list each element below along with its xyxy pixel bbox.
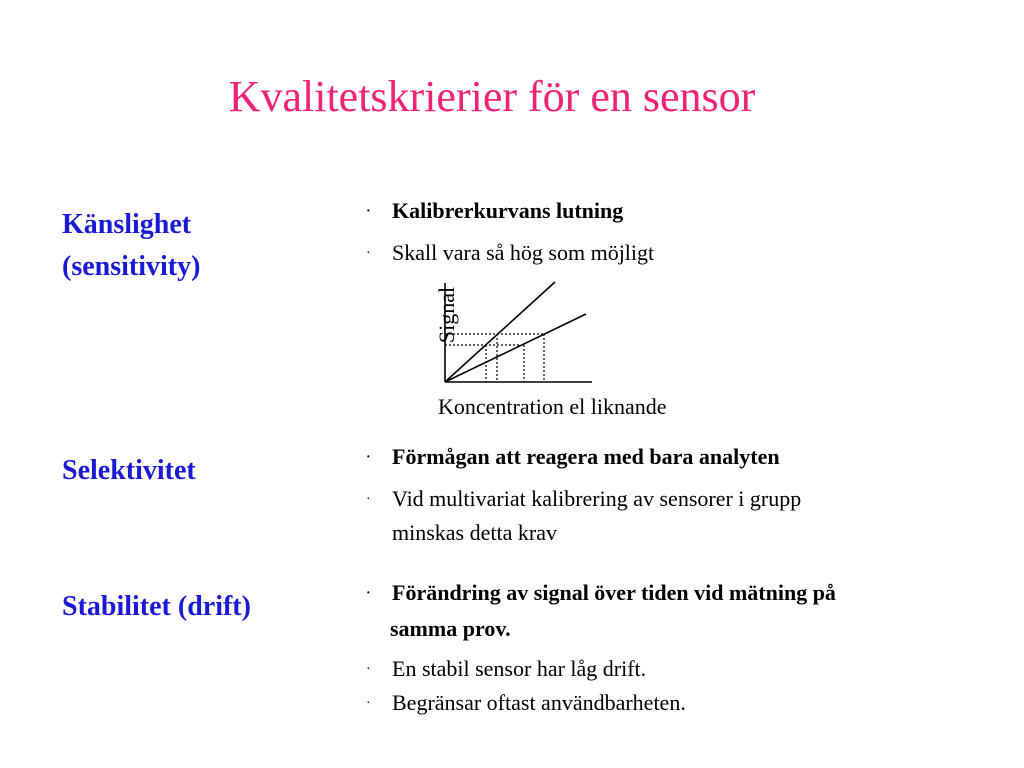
bullet-stability-1-cont: samma prov. (390, 616, 511, 641)
bullet-dot: · (366, 246, 371, 261)
bullet-dot: · (366, 662, 371, 677)
bullet-stability-3: · Begränsar oftast användbarheten. (366, 686, 686, 721)
bullet-text: Kalibrerkurvans lutning (392, 198, 624, 223)
heading-selectivity: Selektivitet (62, 455, 196, 486)
page-title: Kvalitetskrierier för en sensor (228, 72, 756, 121)
bullet-selectivity-1: · Förmågan att reagera med bara analyten (366, 440, 780, 475)
bullet-selectivity-2-cont: minskas detta krav (392, 520, 557, 545)
bullet-selectivity-2: · Vid multivariat kalibrering av sensorer… (366, 482, 801, 517)
graph-x-label: Koncentration el liknande (438, 394, 667, 419)
heading-sensitivity: Känslighet (sensitivity) (62, 204, 200, 288)
steep-calibration-line (444, 281, 556, 383)
bullet-text: Begränsar oftast användbarheten. (392, 690, 686, 715)
bullet-dot: · (366, 586, 371, 601)
shallow-calibration-line (444, 313, 587, 383)
bullet-text: En stabil sensor har låg drift. (392, 656, 647, 681)
bullet-text: Förmågan att reagera med bara analyten (392, 444, 780, 469)
bullet-dot: · (366, 450, 371, 465)
bullet-dot: · (366, 492, 371, 507)
heading-sensitivity-line1: Känslighet (62, 209, 192, 240)
bullet-text: Skall vara så hög som möjligt (392, 240, 655, 265)
bullet-text: Förändring av signal över tiden vid mätn… (392, 580, 836, 605)
bullet-sensitivity-1: · Kalibrerkurvans lutning (366, 194, 623, 229)
bullet-dot: · (366, 696, 371, 711)
bullet-stability-1: · Förändring av signal över tiden vid mät… (366, 576, 836, 611)
heading-stability: Stabilitet (drift) (62, 591, 251, 622)
bullet-text: Vid multivariat kalibrering av sensorer … (392, 486, 802, 511)
graph-y-label: Signal (434, 286, 459, 344)
bullet-dot: · (366, 204, 371, 219)
bullet-sensitivity-2: · Skall vara så hög som möjligt (366, 236, 654, 271)
heading-sensitivity-line2: (sensitivity) (62, 251, 201, 282)
bullet-stability-2: · En stabil sensor har låg drift. (366, 652, 646, 687)
